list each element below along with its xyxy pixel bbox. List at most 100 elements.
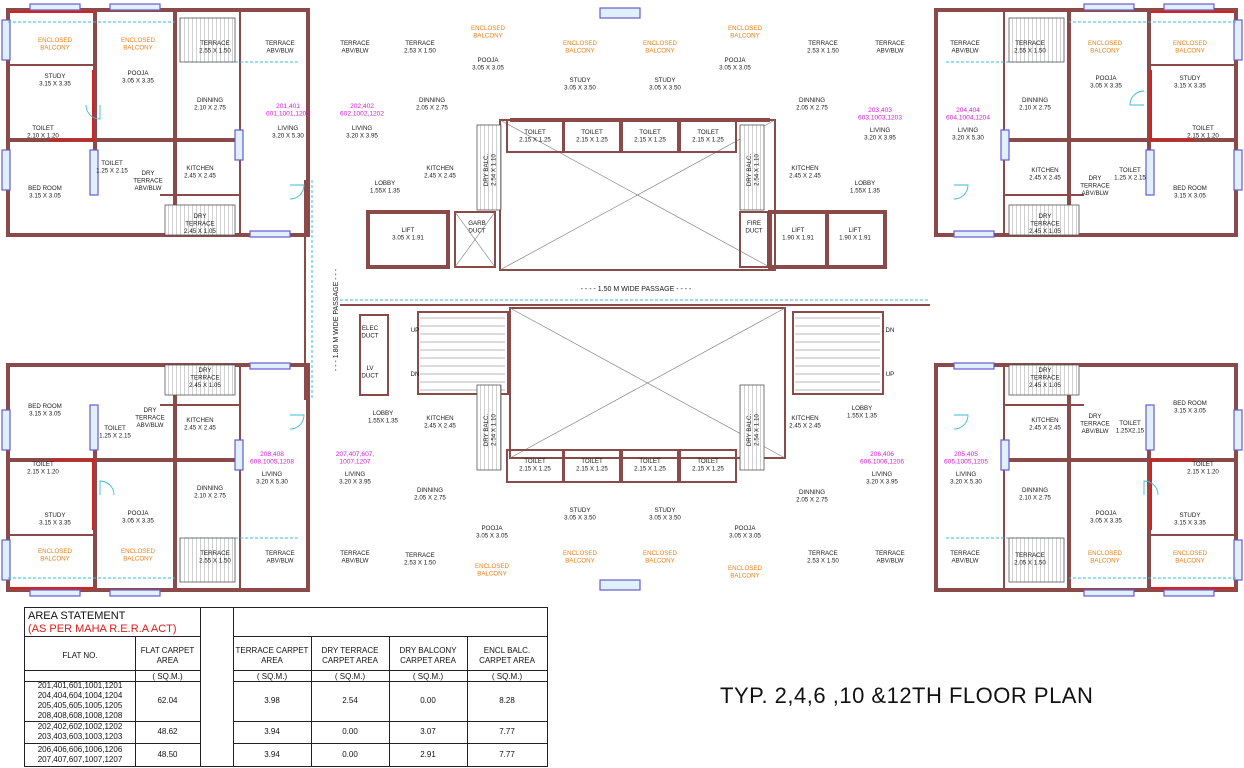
dry-balcony-label: DRY BALC.2.54 X 1.10: [483, 154, 497, 187]
area-statement-table: AREA STATEMENT (AS PER MAHA R.E.R.A ACT)…: [24, 607, 548, 767]
duct-cross: [454, 211, 496, 268]
table-dry-terrace-area: 2.54: [342, 696, 358, 705]
area-statement-subtitle: (AS PER MAHA R.E.R.A ACT): [28, 623, 177, 635]
table-encl-balcony-area: 8.28: [499, 696, 515, 705]
dry-balcony-label: DRY BALC.2.54 X 1.10: [746, 414, 760, 447]
table-unit: ( SQ.M.): [256, 672, 288, 681]
window: [1233, 19, 1243, 61]
window: [1145, 149, 1155, 196]
window: [1163, 3, 1215, 11]
table-terrace-area: 3.94: [264, 727, 280, 736]
table-dry-terrace-area: 0.00: [342, 749, 358, 759]
core-toilet: [563, 119, 621, 153]
table-divider: [311, 636, 312, 766]
table-divider: [467, 636, 468, 766]
table-divider: [233, 721, 547, 722]
table-dry-balcony-area: 2.91: [420, 749, 436, 759]
stair-up-left: UP: [411, 327, 420, 334]
dry-balcony-label: DRY BALC.2.54 X 1.10: [746, 154, 760, 187]
stair-left: [417, 311, 509, 395]
door-swing: [289, 184, 305, 200]
table-divider: [233, 670, 547, 671]
core-toilet: [679, 119, 737, 153]
table-divider: [233, 608, 234, 766]
dry-terrace-hatch: [164, 204, 236, 236]
window: [234, 439, 244, 471]
shaft-cross: [509, 307, 786, 459]
table-dry-terrace-area: 0.00: [342, 727, 358, 736]
door-swing: [1129, 90, 1145, 106]
dry-terrace-hatch: [164, 364, 236, 396]
duct-block: [359, 314, 389, 396]
terrace-hatch: [179, 537, 236, 583]
table-encl-balcony-area: 7.77: [499, 727, 515, 736]
table-unit: ( SQ.M.): [152, 672, 183, 681]
window: [234, 129, 244, 161]
window: [1233, 149, 1243, 191]
floor-plan: - - - - 1.50 M WIDE PASSAGE - - - - - - -…: [1, 3, 1243, 597]
core-toilet: [679, 449, 737, 483]
passage-label-horizontal: - - - - 1.50 M WIDE PASSAGE - - - -: [581, 286, 692, 293]
table-divider: [233, 743, 547, 744]
table-header: FLAT CARPET AREA: [140, 646, 195, 665]
lift-left: [366, 210, 450, 269]
passage-label-vertical: - - - 1.80 M WIDE PASSAGE - - -: [333, 268, 340, 371]
stair-up-right: UP: [886, 371, 895, 378]
window: [1163, 589, 1215, 597]
window: [249, 362, 291, 370]
window: [1083, 589, 1135, 597]
table-dry-balcony-area: 0.00: [420, 696, 436, 705]
shaft-cross: [499, 119, 776, 271]
window: [599, 7, 641, 19]
dry-balcony: [476, 124, 502, 211]
lift-right-2: [825, 210, 887, 269]
